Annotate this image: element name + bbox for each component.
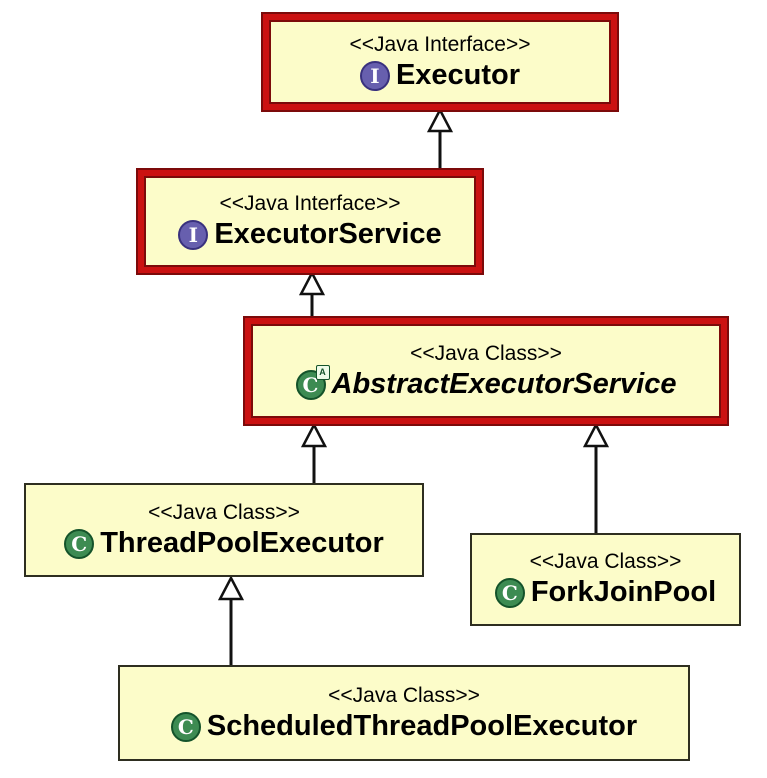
name-row: C ThreadPoolExecutor (64, 526, 384, 560)
class-node-scheduled-thread-pool-executor[interactable]: <<Java Class>> C ScheduledThreadPoolExec… (118, 665, 690, 761)
java-interface-icon: I (178, 220, 209, 251)
stereotype-label: <<Java Class>> (328, 683, 480, 707)
name-row: C ForkJoinPool (494, 576, 717, 609)
class-name: ScheduledThreadPoolExecutor (206, 709, 638, 742)
edge-threadpoolexecutor-extends-abstractexecutorservice[interactable] (300, 422, 328, 483)
name-row: C ScheduledThreadPoolExecutor (170, 709, 638, 743)
java-class-icon: C (64, 528, 95, 559)
abstract-badge: A (315, 364, 330, 380)
name-row: I Executor (359, 58, 521, 92)
class-name: ExecutorService (214, 218, 442, 251)
class-name: Executor (395, 58, 521, 91)
class-node-executor-service[interactable]: <<Java Interface>> I ExecutorService (138, 170, 482, 273)
edge-executorservice-extends-executor[interactable] (426, 107, 454, 170)
class-name: ForkJoinPool (530, 576, 717, 609)
edge-forkjoinpool-extends-abstractexecutorservice[interactable] (582, 422, 610, 533)
class-name: AbstractExecutorService (331, 367, 677, 400)
class-node-fork-join-pool[interactable]: <<Java Class>> C ForkJoinPool (470, 533, 741, 626)
name-row: I ExecutorService (178, 218, 442, 251)
edge-scheduledthreadpoolexecutor-extends-threadpoolexecutor[interactable] (217, 575, 245, 665)
class-node-executor[interactable]: <<Java Interface>> I Executor (263, 14, 617, 110)
java-interface-icon: I (359, 60, 390, 91)
java-class-icon: C (170, 711, 201, 742)
stereotype-label: <<Java Interface>> (349, 32, 531, 56)
stereotype-label: <<Java Interface>> (219, 192, 401, 215)
java-class-icon: C (494, 578, 525, 609)
class-node-thread-pool-executor[interactable]: <<Java Class>> C ThreadPoolExecutor (24, 483, 424, 577)
stereotype-label: <<Java Class>> (148, 500, 300, 524)
stereotype-label: <<Java Class>> (529, 550, 682, 573)
edge-abstractexecutorservice-extends-executorservice[interactable] (298, 270, 326, 318)
stereotype-label: <<Java Class>> (410, 341, 562, 365)
class-name: ThreadPoolExecutor (100, 526, 384, 559)
